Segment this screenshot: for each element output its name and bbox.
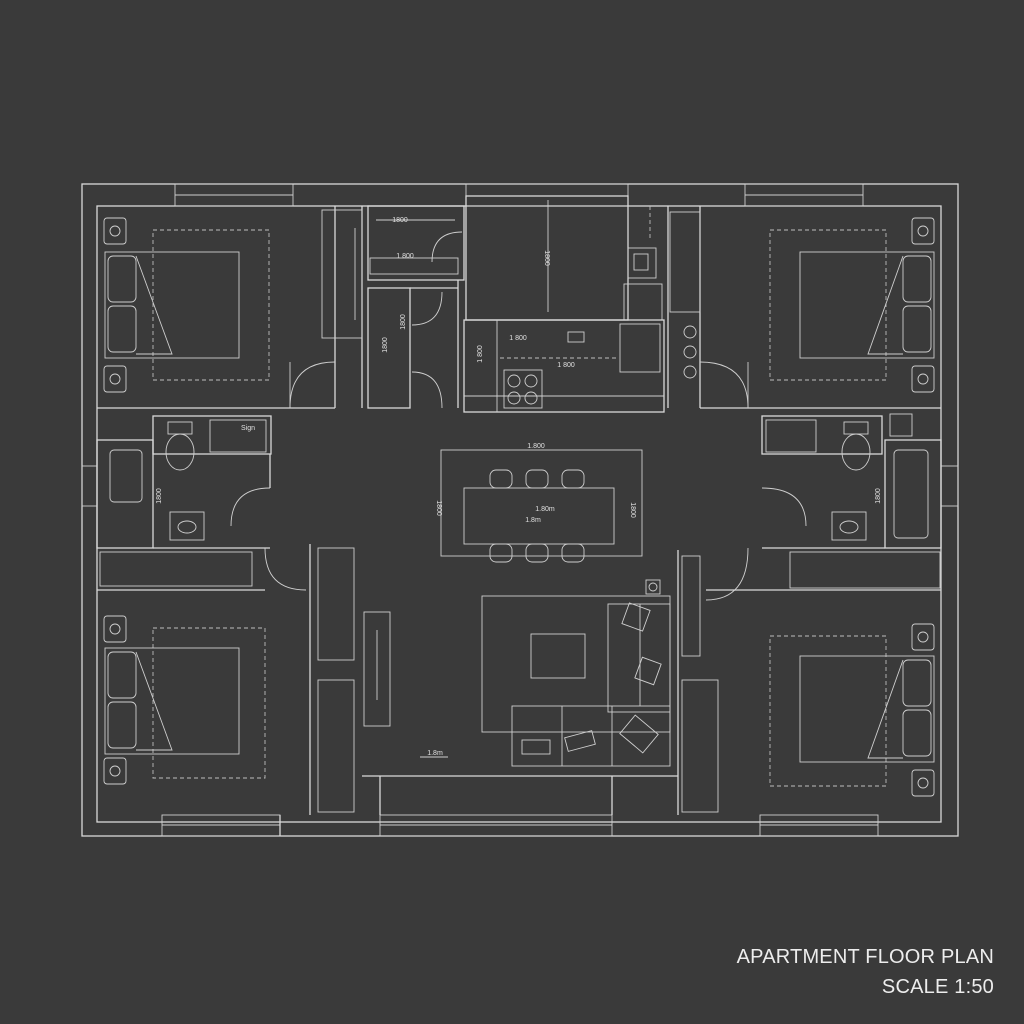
hall-closets xyxy=(367,205,465,409)
kitchen xyxy=(463,195,665,413)
dim-hall-depth: 1 800 xyxy=(396,253,414,260)
dim-bath-right: 1800 xyxy=(875,488,882,504)
bath-left xyxy=(96,415,307,591)
dim-closet-b: 1800 xyxy=(400,314,407,330)
plan-scale: SCALE 1:50 xyxy=(881,976,994,998)
dim-kitchen-run: 1 800 xyxy=(557,362,575,369)
dim-table-a: 1.80m xyxy=(535,506,555,513)
bedroom-bottom-left xyxy=(97,544,391,836)
dim-hall-width: 1800 xyxy=(392,217,408,224)
exterior-walls xyxy=(81,183,959,837)
dim-table-b: 1.8m xyxy=(525,517,541,524)
dimension-labels: 1800 1 800 1800 1 800 1 800 1 800 1.800 … xyxy=(156,217,882,757)
living-area xyxy=(362,579,678,815)
bedroom-top-right xyxy=(667,206,941,409)
dim-dining-width: 1.800 xyxy=(527,443,545,450)
dim-sign: Sign xyxy=(241,425,255,432)
dim-dining-right: 1800 xyxy=(629,502,636,518)
bath-right xyxy=(705,413,942,601)
dim-kitchen-counter: 1 800 xyxy=(509,335,527,342)
dim-bath-left: 1800 xyxy=(156,488,163,504)
dim-pantry: 1 800 xyxy=(477,345,484,363)
dim-living-mark: 1.8m xyxy=(427,750,443,757)
dim-closet-a: 1800 xyxy=(382,337,389,353)
dim-kitchen-depth: 1800 xyxy=(543,250,550,266)
title-block: APARTMENT FLOOR PLAN SCALE 1:50 xyxy=(737,942,994,1002)
dim-dining-left: 1800 xyxy=(435,500,442,516)
bedroom-top-left xyxy=(97,206,363,409)
dining-area xyxy=(440,449,643,563)
bedroom-bottom-right xyxy=(677,550,941,815)
plan-title: APARTMENT FLOOR PLAN xyxy=(736,946,994,968)
